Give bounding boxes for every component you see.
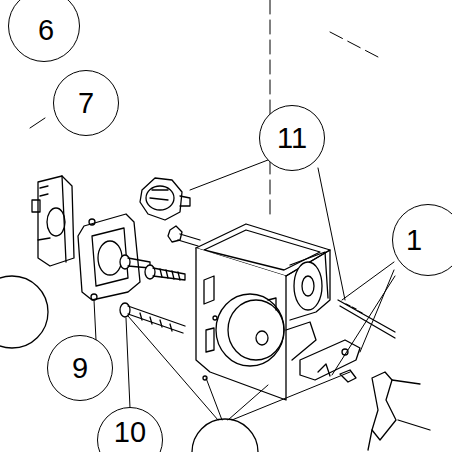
callout-circle: 6 bbox=[8, 0, 80, 62]
callout-number: 6 bbox=[38, 16, 54, 45]
leader-line bbox=[30, 118, 45, 128]
callout-circle bbox=[0, 276, 48, 348]
callout-circle: 7 bbox=[53, 70, 119, 136]
callout-circle: 1 bbox=[392, 204, 452, 276]
gasket bbox=[78, 214, 140, 300]
assembly-line bbox=[330, 32, 380, 58]
callout-circle: 9 bbox=[47, 335, 113, 401]
carburettor bbox=[32, 176, 74, 266]
assembly-line bbox=[270, 0, 271, 215]
callout-circle: 10 bbox=[97, 407, 163, 452]
callout-number: 11 bbox=[277, 124, 307, 153]
callout-number: 7 bbox=[78, 89, 94, 118]
callout-number: 9 bbox=[72, 354, 88, 383]
leader-line bbox=[94, 160, 395, 420]
callout-number: 1 bbox=[406, 226, 422, 255]
callout-number: 10 bbox=[114, 418, 146, 447]
screw bbox=[120, 226, 200, 333]
choke-knob bbox=[140, 178, 190, 220]
callout-circle bbox=[192, 419, 258, 452]
callout-circle: 11 bbox=[259, 105, 325, 171]
